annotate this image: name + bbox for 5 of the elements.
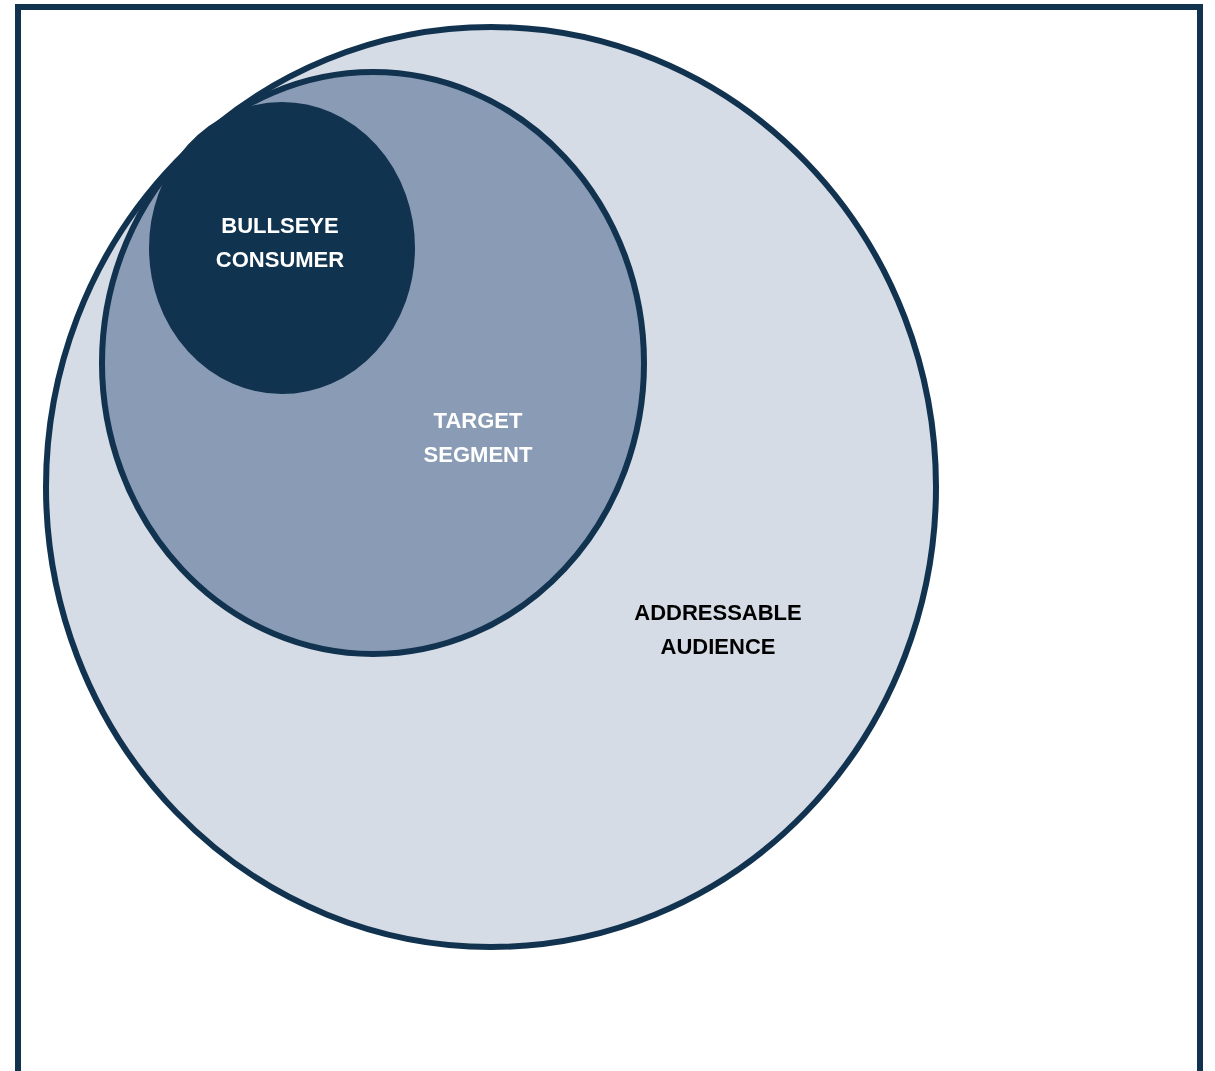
ellipse-label: BULLSEYE CONSUMER [214, 212, 346, 274]
ellipse-label: TARGET SEGMENT [422, 407, 534, 469]
ellipse-label: ADDRESSABLE AUDIENCE [633, 599, 803, 661]
bullseye-ellipse [149, 102, 415, 394]
audience-ellipse [43, 24, 939, 950]
